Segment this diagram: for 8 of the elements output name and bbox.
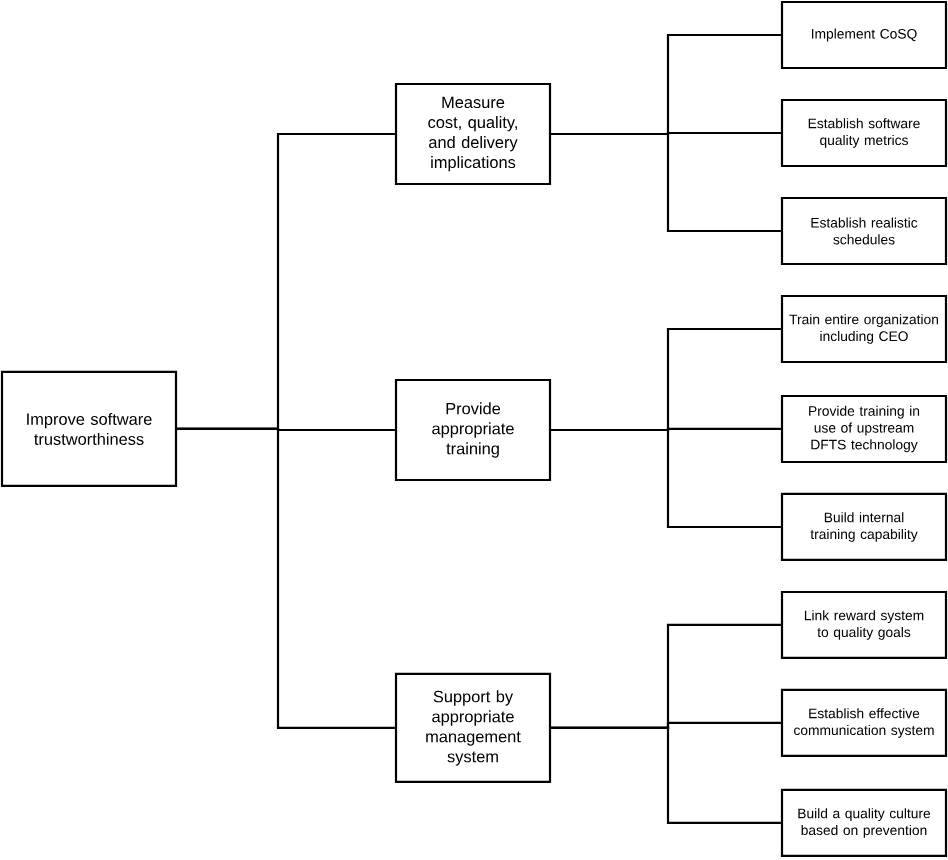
connector-line (551, 726, 781, 825)
connector-line (177, 427, 395, 730)
connector-line (551, 132, 781, 233)
process-box: Provide appropriate training (394, 378, 552, 482)
process-box: Improve software trustworthiness (0, 370, 178, 488)
connector-line (551, 428, 781, 529)
process-box: Measure cost, quality, and delivery implications (394, 82, 552, 186)
process-box: Support by appropriate management system (394, 672, 552, 784)
